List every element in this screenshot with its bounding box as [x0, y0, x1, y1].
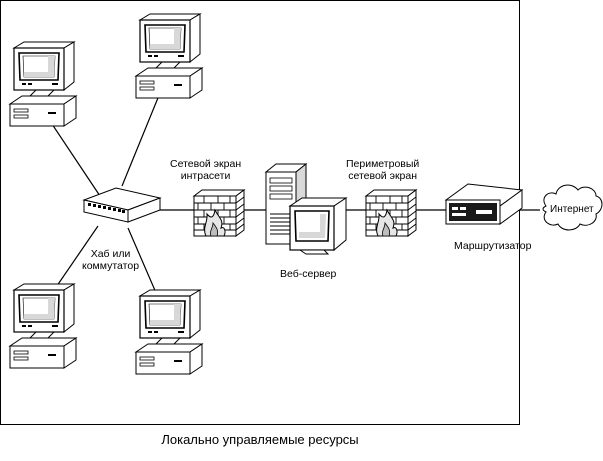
router-icon	[444, 183, 524, 225]
diagram-caption: Локально управляемые ресурсы	[161, 432, 359, 447]
label-line: интрасети	[180, 170, 231, 182]
internet-label: Интернет	[550, 204, 594, 215]
firewall-perimeter-label: Периметровый сетевой экран	[346, 158, 419, 182]
resources-boundary	[0, 0, 520, 425]
computer-icon	[135, 289, 203, 375]
label-line: Периметровый	[346, 158, 420, 170]
web-server-label: Веб-сервер	[280, 268, 337, 280]
label-line: Хаб или	[90, 248, 131, 260]
firewall-intranet-label: Сетевой экран интрасети	[170, 158, 241, 182]
computer-icon	[9, 283, 77, 369]
label-line: коммутатор	[82, 260, 140, 272]
hub-label: Хаб или коммутатор	[82, 248, 139, 272]
server-icon	[264, 162, 348, 255]
cloud-icon	[542, 184, 603, 231]
router-label: Маршрутизатор	[454, 240, 532, 252]
label-line: сетевой экран	[348, 170, 418, 182]
firewall-icon	[193, 189, 245, 237]
firewall-icon	[365, 189, 417, 237]
computer-icon	[9, 41, 77, 127]
hub-icon	[82, 187, 162, 223]
label-line: Сетевой экран	[170, 158, 242, 170]
computer-icon	[135, 13, 203, 99]
